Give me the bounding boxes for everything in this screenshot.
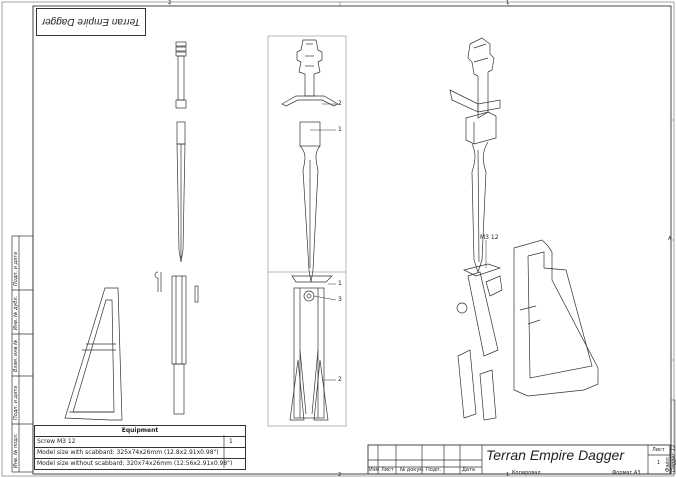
side-label-inv-podl: Инв. № подл. [13,433,19,469]
part-label-screw: M3 12 [480,234,499,241]
tb-col-doc: № докум. [400,467,425,473]
equipment-header: Equipment [121,427,159,434]
side-strip [11,235,34,473]
table-row: Model size without scabbard: 320x74x26mm… [35,458,245,469]
stand-view [64,287,123,421]
zone-mark-bottom-2: 2 [338,472,342,478]
title-block-grid [368,445,670,474]
stamp-title: Terran Empire Dagger [36,8,146,36]
callout-1-bottom: 1 [338,280,342,287]
callout-2-top: 2 [338,100,342,107]
side-label-podp-data-2: Подп. и дата [13,251,19,286]
table-row: Model size with scabbard: 325x74x26mm (1… [35,447,245,458]
tb-col-date: Дата [462,467,475,473]
tb-col-list: Лист [381,467,394,473]
file-code: Файл: Dagger_12 [665,444,676,472]
drawing-title: Terran Empire Dagger [486,447,624,463]
callout-3: 3 [338,296,342,303]
side-label-podp-data-1: Подп. и дата [13,385,19,420]
isometric-view [449,37,599,421]
zone-mark-1: 1 [506,0,510,6]
zone-mark-bottom-1: 1 [506,472,510,478]
tb-sheet-label: Лист [652,447,665,453]
exploded-part-view [154,41,199,415]
side-label-inv-dubl: Инв. № дубл. [13,295,19,330]
equipment-name: Model size without scabbard: 320x74x26mm… [37,460,233,467]
tb-format: Формат А3 [612,470,641,476]
callout-2-bottom: 2 [338,376,342,383]
inner-frame [32,5,672,475]
equipment-qty: 1 [229,438,233,445]
equipment-name: Screw M3 12 [37,438,76,445]
tb-col-izm: Изм [369,467,380,473]
equipment-table: Equipment Screw M3 12 1 Model size with … [34,425,246,470]
zone-mark-2: 2 [168,0,172,6]
side-label-vzam-inv: Взам. инв № [13,339,19,372]
zone-mark-a: A [668,236,672,242]
callout-1-top: 1 [338,126,342,133]
tb-col-sign: Подп. [426,467,442,473]
equipment-name: Model size with scabbard: 325x74x26mm (1… [37,449,219,456]
section-view [267,35,347,427]
tb-copied: Копировал [512,470,541,476]
tb-sheet-number: 1 [657,460,661,466]
table-row: Screw M3 12 1 [35,436,245,447]
